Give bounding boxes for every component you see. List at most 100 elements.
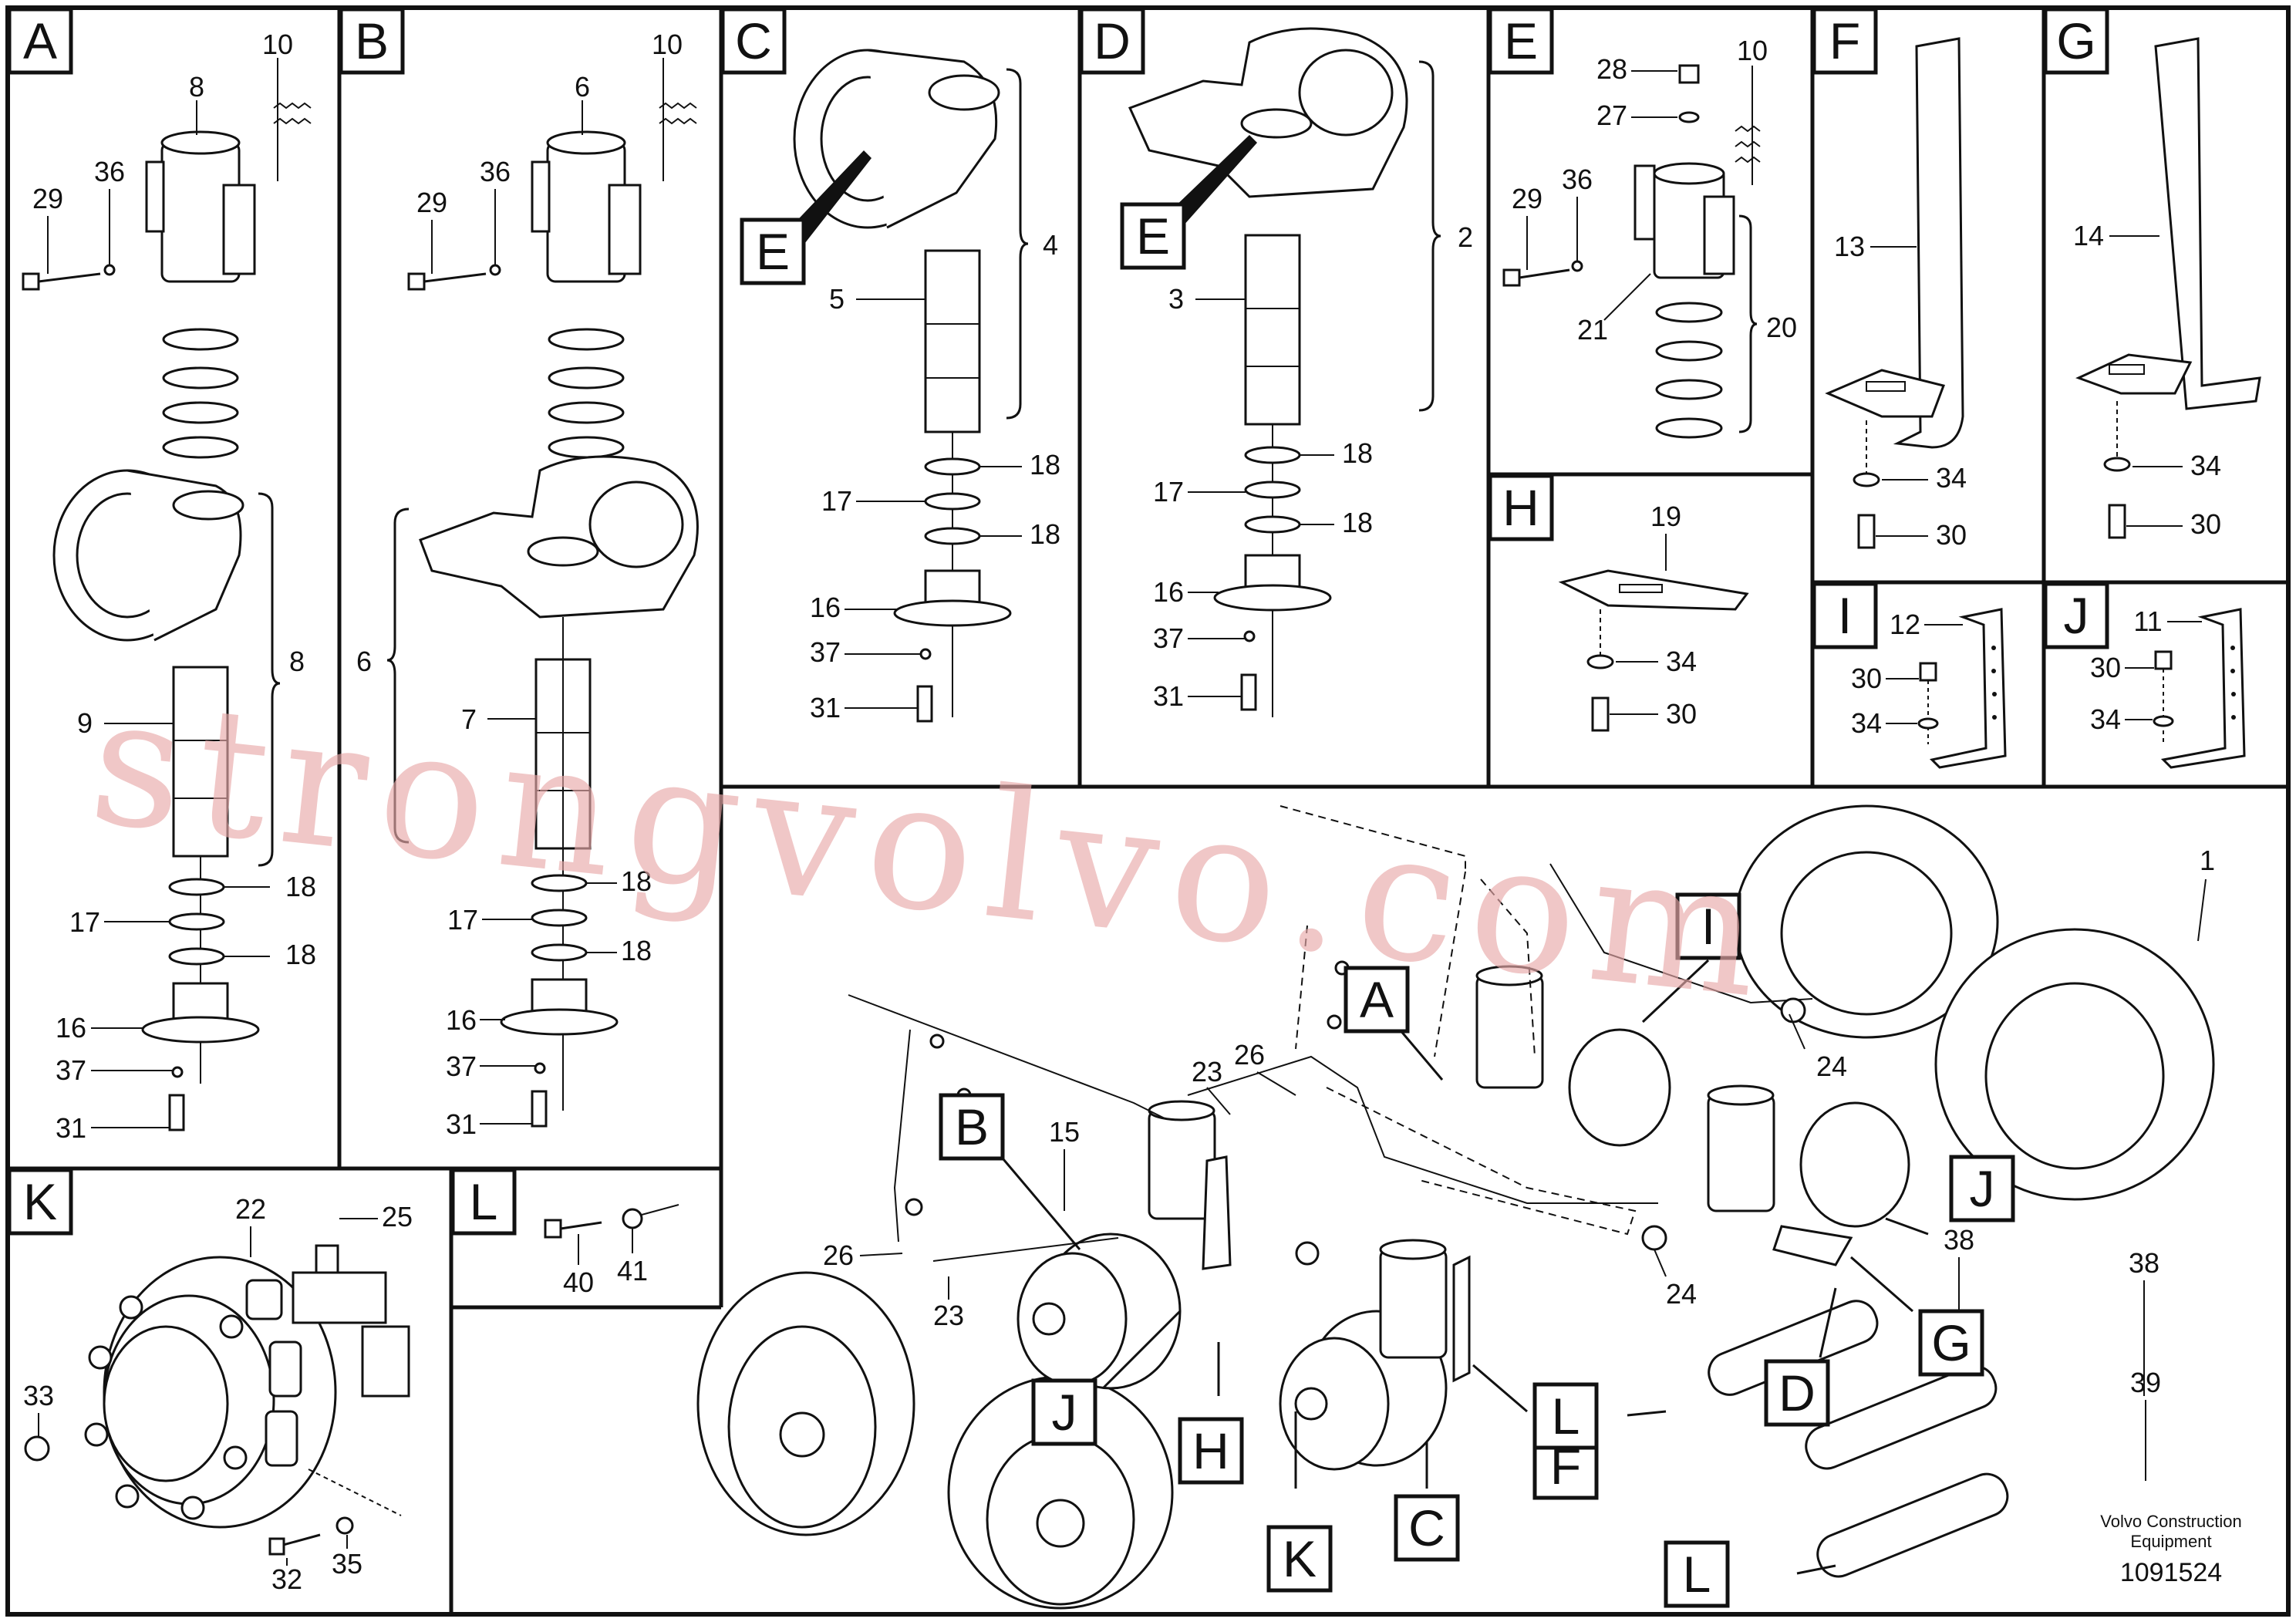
- svg-text:K: K: [1283, 1530, 1317, 1587]
- washer-33: [24, 1435, 50, 1462]
- svg-text:7: 7: [461, 703, 477, 735]
- svg-text:34: 34: [2190, 450, 2221, 481]
- pin-5: [924, 249, 981, 433]
- svg-text:16: 16: [446, 1004, 477, 1036]
- panel-tag-B: B: [339, 7, 405, 75]
- drawing-number: 1091524: [2120, 1558, 2222, 1587]
- plug-28: [1678, 64, 1700, 84]
- panel-G-callouts: 14 34 30: [2073, 220, 2221, 540]
- svg-text:18: 18: [1030, 449, 1060, 481]
- svg-text:24: 24: [1666, 1278, 1697, 1310]
- svg-text:J: J: [1052, 1384, 1077, 1441]
- svg-text:L: L: [1552, 1388, 1580, 1445]
- svg-text:31: 31: [446, 1108, 477, 1140]
- panel-E-drawing: [1502, 64, 1761, 439]
- svg-text:L: L: [470, 1173, 498, 1230]
- panel-tag-J: J: [2043, 582, 2109, 649]
- svg-text:38: 38: [1944, 1224, 1974, 1256]
- svg-text:13: 13: [1834, 231, 1865, 262]
- svg-text:38: 38: [2129, 1247, 2159, 1279]
- washer-35: [335, 1516, 354, 1535]
- svg-text:F: F: [1829, 12, 1860, 69]
- assembly-tag-J: J: [1031, 1378, 1097, 1446]
- assembly-tag-I: I: [1675, 892, 1741, 960]
- svg-text:8: 8: [289, 646, 305, 677]
- pin-9: [172, 666, 229, 858]
- svg-text:L: L: [1683, 1546, 1711, 1603]
- svg-text:30: 30: [1936, 519, 1967, 551]
- svg-text:3: 3: [1168, 283, 1184, 315]
- panel-tag-I: I: [1812, 582, 1878, 649]
- svg-text:36: 36: [94, 156, 125, 187]
- svg-text:36: 36: [1562, 164, 1593, 195]
- washer-36: [103, 264, 116, 276]
- panel-E-callouts: 28 10 27 29 36 20 21: [1512, 35, 1797, 346]
- svg-text:E: E: [1504, 12, 1538, 69]
- svg-text:18: 18: [285, 871, 316, 902]
- svg-text:J: J: [2064, 587, 2089, 644]
- svg-text:5: 5: [829, 283, 845, 315]
- svg-text:11: 11: [2133, 605, 2162, 637]
- assembly-tag-C: C: [1394, 1494, 1460, 1562]
- svg-text:I: I: [1701, 898, 1715, 955]
- pin-3: [1244, 234, 1301, 426]
- svg-text:37: 37: [810, 636, 841, 668]
- panel-K-drawing: [24, 1244, 410, 1556]
- svg-text:H: H: [1192, 1422, 1229, 1479]
- svg-text:12: 12: [1890, 609, 1920, 640]
- panel-C-callouts: E 4 5 18 17 18 16 37 31: [740, 218, 1060, 723]
- svg-text:34: 34: [1666, 646, 1697, 677]
- panel-D-callouts: E 2 3 18 17 18 16 37 31: [1120, 202, 1473, 712]
- panel-tag-K: K: [7, 1168, 73, 1236]
- svg-text:23: 23: [1192, 1056, 1222, 1088]
- panel-J-drawing: [2153, 608, 2246, 769]
- svg-text:16: 16: [810, 592, 841, 623]
- tire-front-right: [947, 1375, 1174, 1610]
- panel-D-drawing: [1128, 27, 1441, 717]
- svg-text:D: D: [1094, 12, 1131, 69]
- panel-tag-G: G: [2043, 7, 2109, 75]
- svg-text:18: 18: [1342, 507, 1373, 538]
- plug-25: [315, 1244, 339, 1274]
- svg-text:36: 36: [480, 156, 511, 187]
- svg-text:17: 17: [821, 485, 852, 517]
- svg-text:6: 6: [356, 646, 372, 677]
- svg-text:H: H: [1502, 479, 1539, 536]
- assembly-tag-L1: L: [1532, 1382, 1599, 1450]
- svg-text:23: 23: [933, 1300, 964, 1331]
- brace-8: [258, 492, 281, 867]
- svg-text:37: 37: [446, 1050, 477, 1082]
- svg-text:29: 29: [32, 183, 63, 214]
- bearing-16: [141, 1016, 260, 1044]
- svg-text:18: 18: [621, 935, 652, 966]
- panel-C-drawing: [787, 49, 1029, 723]
- panel-K-callouts: 22 25 33 32 35: [23, 1193, 413, 1595]
- axle-39: [1816, 1472, 2009, 1578]
- svg-text:26: 26: [823, 1239, 854, 1271]
- washer-41: [622, 1208, 643, 1229]
- svg-text:27: 27: [1596, 99, 1627, 131]
- svg-text:29: 29: [416, 187, 447, 218]
- bolt-29: [22, 272, 40, 291]
- svg-text:29: 29: [1512, 183, 1542, 214]
- bolt-40: [544, 1219, 562, 1239]
- svg-text:30: 30: [1851, 663, 1882, 694]
- bolt-32: [268, 1537, 285, 1556]
- svg-text:2: 2: [1458, 221, 1473, 253]
- svg-text:10: 10: [652, 29, 683, 60]
- panel-tag-A: A: [7, 7, 73, 75]
- svg-text:32: 32: [271, 1563, 302, 1595]
- panel-A-drawing: [22, 58, 312, 1131]
- panel-tag-E: E: [1488, 7, 1554, 75]
- assembly-tag-J2: J: [1949, 1155, 2015, 1222]
- svg-text:39: 39: [2130, 1367, 2161, 1398]
- svg-text:18: 18: [1030, 518, 1060, 550]
- svg-text:B: B: [955, 1098, 989, 1155]
- svg-text:D: D: [1778, 1364, 1816, 1421]
- assembly-tag-K: K: [1266, 1525, 1333, 1593]
- svg-text:E: E: [1136, 207, 1170, 265]
- panel-tag-D: D: [1079, 7, 1145, 75]
- hub-motor-left: [1017, 1233, 1182, 1390]
- panel-F-callouts: 13 34 30: [1834, 231, 1967, 551]
- footer-brand: Volvo Construction Equipment 1091524: [2100, 1512, 2241, 1587]
